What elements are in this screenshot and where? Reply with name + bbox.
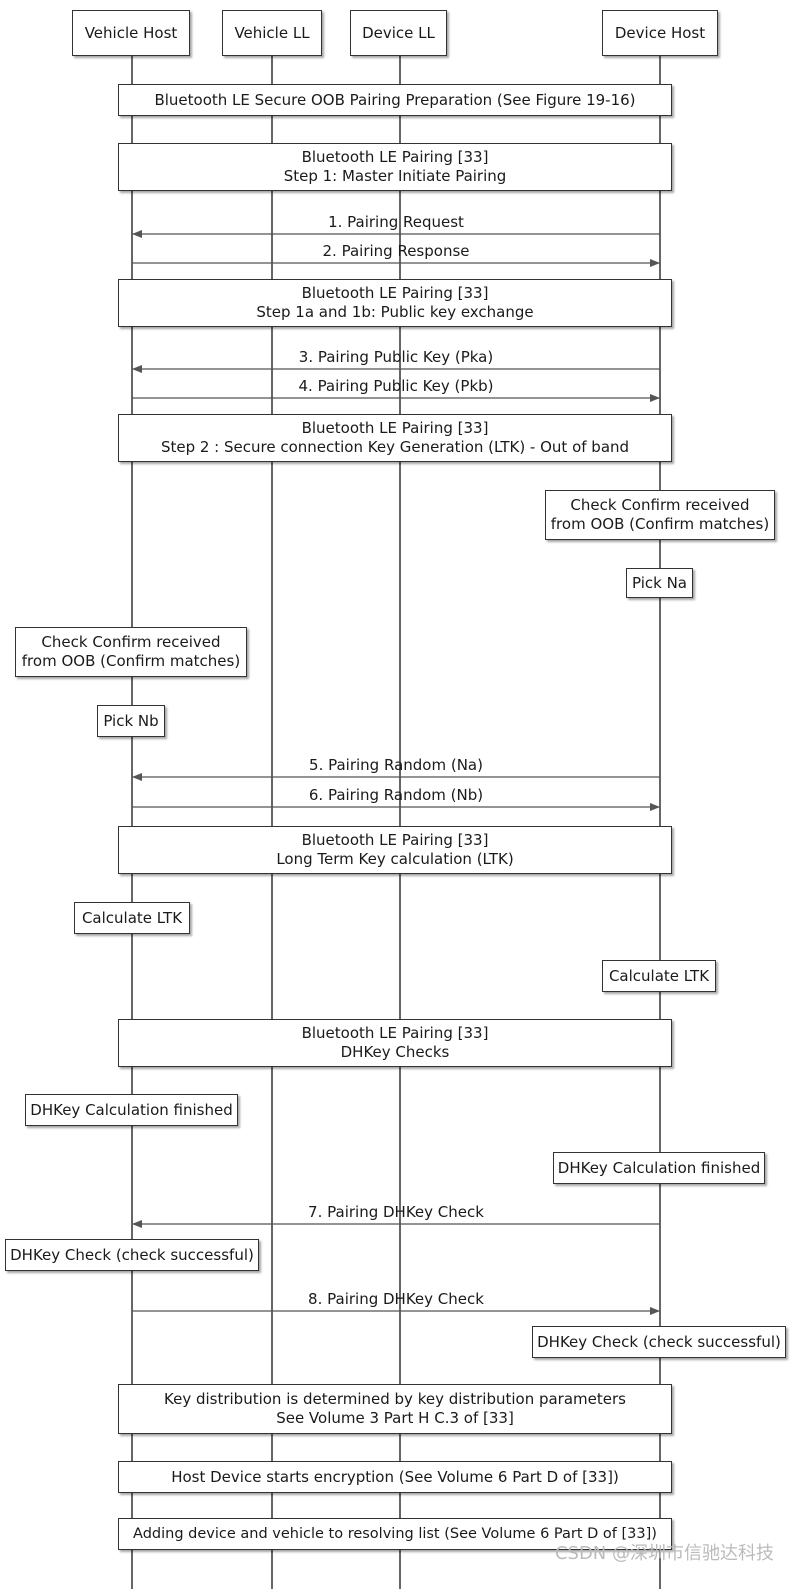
note-line-1: Check Confirm received [41,633,221,651]
actor-label: Device Host [614,23,706,42]
note-text: DHKey Check (check successful) [537,1332,781,1351]
note-text: Calculate LTK [81,908,183,927]
message-pairing-dhkey-check-7: 7. Pairing DHKey Check [308,1203,484,1221]
section-line-1: Key distribution is determined by key di… [164,1390,626,1408]
note-vehicle-dhkey-calculation: DHKey Calculation finished [25,1094,238,1126]
actor-label: Vehicle Host [84,23,178,42]
section-line-2: Long Term Key calculation (LTK) [276,850,514,868]
actor-vehicle-ll: Vehicle LL [222,10,322,56]
section-line-1: Bluetooth LE Pairing [33] [301,831,489,849]
section-step2-key-generation: Bluetooth LE Pairing [33]Step 2 : Secure… [118,414,672,462]
section-line-2: Step 2 : Secure connection Key Generatio… [160,438,630,456]
section-line-2: Step 1: Master Initiate Pairing [283,167,507,185]
note-device-dhkey-calculation: DHKey Calculation finished [553,1152,765,1184]
section-line-1: Bluetooth LE Pairing [33] [301,1024,489,1042]
note-device-calculate-ltk: Calculate LTK [602,960,716,992]
section-text: Bluetooth LE Secure OOB Pairing Preparat… [154,90,636,109]
note-line-1: Check Confirm received [570,496,750,514]
note-pick-nb: Pick Nb [97,705,165,737]
section-text: Adding device and vehicle to resolving l… [133,1525,657,1542]
section-key-distribution: Key distribution is determined by key di… [118,1384,672,1434]
message-pairing-request: 1. Pairing Request [328,213,464,231]
note-line-2: from OOB (Confirm matches) [550,515,770,533]
message-pairing-public-key-pka: 3. Pairing Public Key (Pka) [298,348,494,366]
note-device-dhkey-check: DHKey Check (check successful) [532,1326,786,1358]
actor-vehicle-host: Vehicle Host [72,10,190,56]
actor-device-ll: Device LL [350,10,447,56]
section-oob-preparation: Bluetooth LE Secure OOB Pairing Preparat… [118,84,672,116]
section-line-1: Bluetooth LE Pairing [33] [301,284,489,302]
note-text: Pick Na [632,573,687,592]
note-vehicle-calculate-ltk: Calculate LTK [74,902,190,934]
section-start-encryption: Host Device starts encryption (See Volum… [118,1461,672,1493]
actor-label: Vehicle LL [234,23,310,42]
note-text: DHKey Calculation finished [557,1158,761,1177]
section-line-1: Bluetooth LE Pairing [33] [301,148,489,166]
message-pairing-response: 2. Pairing Response [322,242,470,260]
section-text: Host Device starts encryption (See Volum… [171,1467,619,1486]
message-pairing-dhkey-check-8: 8. Pairing DHKey Check [308,1290,484,1308]
section-line-1: Bluetooth LE Pairing [33] [301,419,489,437]
section-step1-master-initiate: Bluetooth LE Pairing [33]Step 1: Master … [118,143,672,191]
message-pairing-random-na: 5. Pairing Random (Na) [309,756,483,774]
note-text: Calculate LTK [608,966,710,985]
section-ltk-calculation: Bluetooth LE Pairing [33]Long Term Key c… [118,826,672,874]
section-dhkey-checks: Bluetooth LE Pairing [33]DHKey Checks [118,1019,672,1067]
section-line-2: See Volume 3 Part H C.3 of [33] [276,1409,514,1427]
watermark-text: CSDN @深圳市信驰达科技 [554,1543,774,1564]
message-pairing-random-nb: 6. Pairing Random (Nb) [308,786,484,804]
actor-device-host: Device Host [602,10,718,56]
section-resolving-list: Adding device and vehicle to resolving l… [118,1518,672,1550]
section-line-2: Step 1a and 1b: Public key exchange [256,303,534,321]
message-pairing-public-key-pkb: 4. Pairing Public Key (Pkb) [298,377,494,395]
actor-label: Device LL [362,23,435,42]
note-text: DHKey Check (check successful) [10,1245,254,1264]
message-arrows [132,230,660,1315]
note-text: DHKey Calculation finished [30,1100,233,1119]
note-text: Pick Nb [103,711,159,730]
note-vehicle-dhkey-check: DHKey Check (check successful) [5,1239,259,1271]
section-step1ab-public-key: Bluetooth LE Pairing [33]Step 1a and 1b:… [118,279,672,327]
note-line-2: from OOB (Confirm matches) [21,652,241,670]
section-line-2: DHKey Checks [340,1043,450,1061]
note-pick-na: Pick Na [626,568,693,598]
